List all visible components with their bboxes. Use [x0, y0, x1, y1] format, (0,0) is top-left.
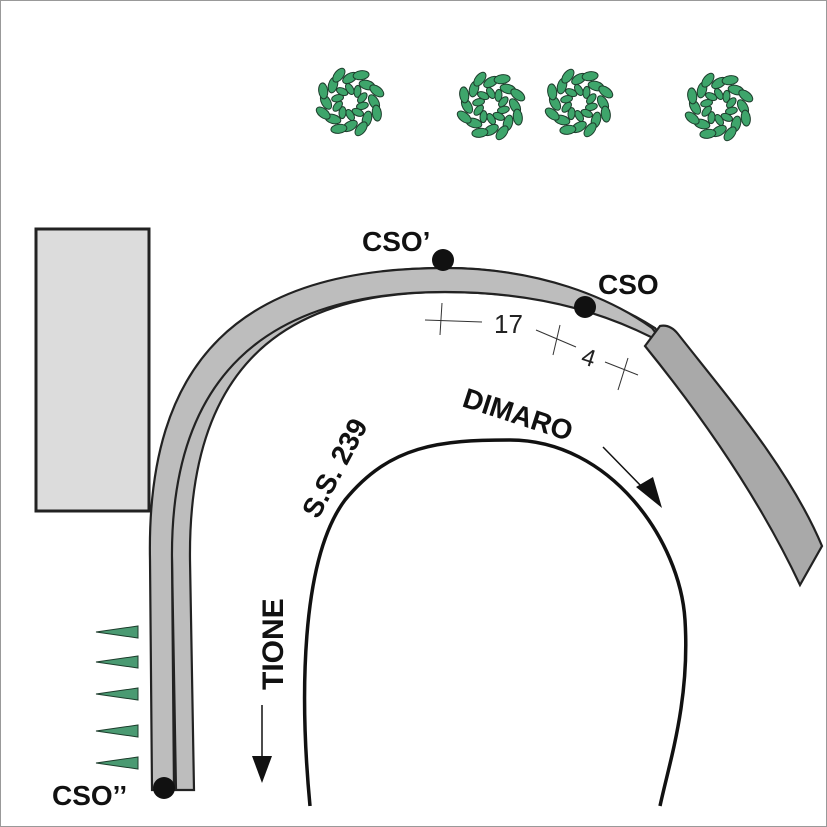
traffic-cone-icon: [95, 655, 139, 669]
tree-icon: [315, 67, 385, 137]
cso-top-label: CSO’: [362, 226, 430, 257]
traffic-cone-icon: [95, 687, 139, 701]
trees-row: [315, 67, 754, 142]
tree-icon: [684, 72, 754, 142]
dimension-4: 4: [578, 343, 599, 373]
cso-bottom-point: [153, 777, 175, 799]
inner-road-edge: [302, 438, 688, 807]
traffic-cones: [95, 625, 139, 770]
tione-arrow: [252, 705, 272, 783]
tree-icon: [544, 68, 614, 138]
road-name-label: S.S. 239: [296, 413, 374, 522]
building-block: [34, 227, 151, 513]
dimension-lines: [424, 302, 639, 391]
tree-icon: [456, 71, 526, 141]
traffic-cone-icon: [95, 756, 139, 770]
cso-right-label: CSO: [598, 269, 659, 300]
traffic-cone-icon: [95, 724, 139, 738]
traffic-cone-icon: [95, 625, 139, 639]
dimaro-arrow: [602, 446, 662, 508]
direction-tione-label: TIONE: [257, 598, 290, 690]
dimension-17: 17: [494, 309, 523, 339]
direction-dimaro-label: DIMARO: [459, 382, 577, 447]
parapet-wall: [643, 324, 824, 588]
cso-bottom-label: CSO’’: [52, 780, 127, 811]
cso-top-point: [432, 249, 454, 271]
cso-right-point: [574, 296, 596, 318]
